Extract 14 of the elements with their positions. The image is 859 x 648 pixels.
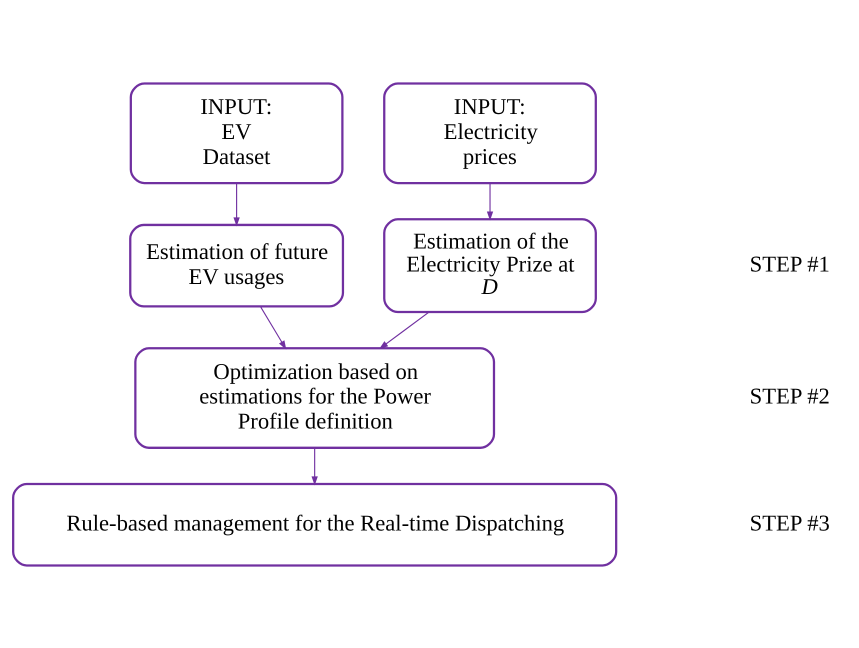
node-box: INPUT: EV Dataset xyxy=(130,82,344,184)
arrow xyxy=(260,306,286,350)
node-box: Estimation of future EV usages xyxy=(129,223,344,308)
arrow xyxy=(486,182,494,220)
node-box: Optimization based on estimations for the Power Profile definition xyxy=(134,346,496,448)
arrow xyxy=(379,311,430,349)
arrow xyxy=(233,182,240,226)
label: STEP #3 xyxy=(750,510,830,535)
node-box: Rule-based management for the Real-time Dispatching xyxy=(12,482,618,566)
label: STEP #1 xyxy=(750,250,830,276)
label: STEP #2 xyxy=(750,383,830,408)
arrow xyxy=(312,448,318,485)
node-box: INPUT: Electricity prices xyxy=(383,82,597,184)
node-box: Estimation of the Electricity Prize at D xyxy=(383,218,597,313)
